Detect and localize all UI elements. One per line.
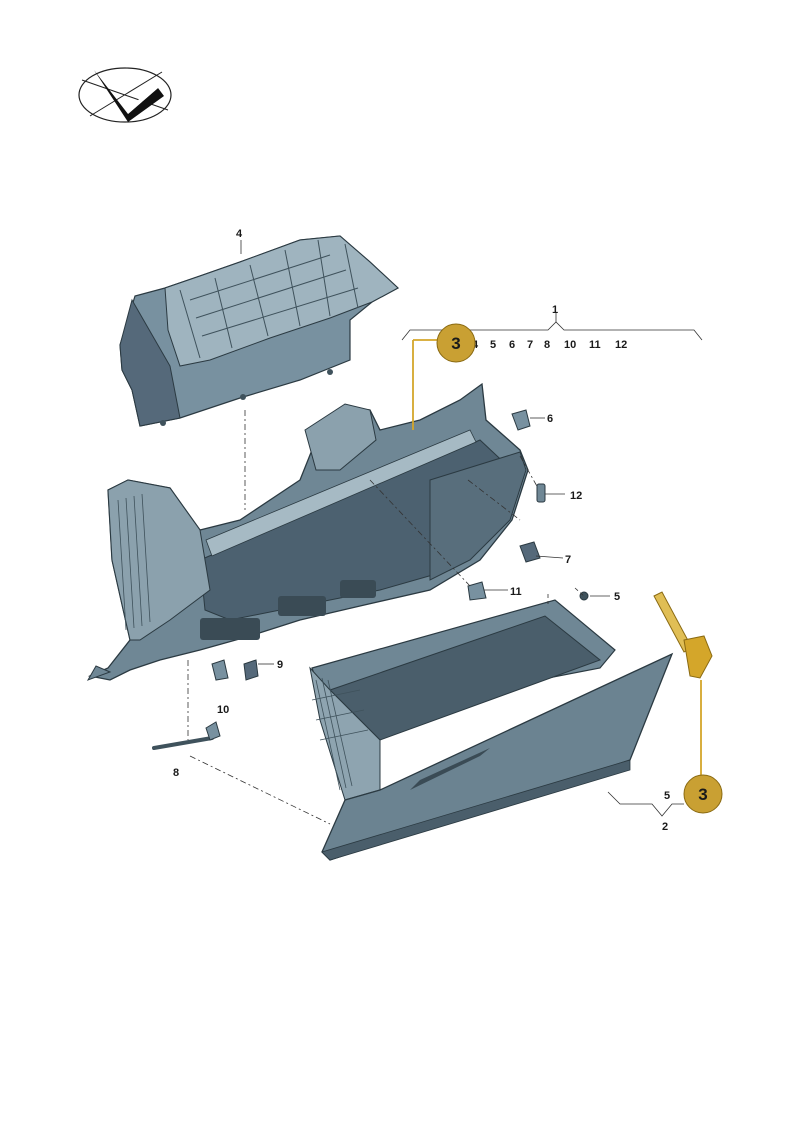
callout-11: 11 [510, 586, 522, 598]
callout-1: 1 [552, 304, 558, 316]
glovebox-housing-part [86, 382, 529, 681]
callout-8: 8 [173, 767, 179, 779]
clip-11-part [467, 581, 487, 601]
callout-10: 10 [217, 704, 229, 716]
group1-subitem: 10 [564, 339, 576, 351]
clip-6-part [511, 409, 531, 431]
upper-duct-cover-part [119, 235, 400, 427]
leader-lines [187, 240, 703, 825]
highlight-leaders [412, 339, 702, 778]
callout-12: 12 [570, 490, 582, 502]
callout-5: 5 [614, 591, 620, 603]
callout-7: 7 [565, 554, 571, 566]
group1-subitem: 12 [615, 339, 627, 351]
group1-subitem: 11 [589, 339, 601, 351]
damper-part-highlighted [653, 591, 713, 679]
arrow-emblem-icon [78, 67, 172, 123]
clip-10-part [211, 659, 229, 681]
group1-subitem: 5 [490, 339, 496, 351]
clip-7-part [519, 541, 541, 563]
callout-2: 2 [662, 821, 668, 833]
glovebox-lid-part [309, 599, 674, 861]
screw-9-part [243, 659, 259, 681]
group1-subitem: 8 [544, 339, 550, 351]
group2-subitem: 5 [664, 790, 670, 802]
group1-subitem: 7 [527, 339, 533, 351]
badge-label: 3 [451, 334, 460, 353]
hinge-pin-8-part [152, 721, 221, 750]
callout-6: 6 [547, 413, 553, 425]
highlight-badge[interactable]: 3 [683, 774, 723, 814]
group1-subitem: 6 [509, 339, 515, 351]
badge-label: 3 [698, 785, 707, 804]
highlight-badge[interactable]: 3 [436, 323, 476, 363]
callout-4: 4 [236, 228, 243, 240]
group1-subitem: 4 [472, 339, 479, 351]
callout-9: 9 [277, 659, 283, 671]
screw-12-part [536, 483, 546, 503]
